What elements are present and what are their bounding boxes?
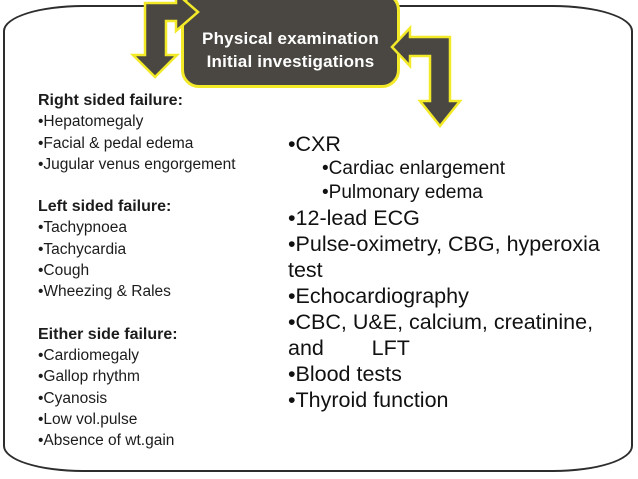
list-item: •Thyroid function bbox=[288, 388, 449, 412]
bent-arrow-right-icon bbox=[390, 24, 463, 129]
list-item: •Facial & pedal edema bbox=[38, 134, 194, 152]
title-line-1: Physical examination bbox=[202, 29, 379, 48]
list-item: •CBC, U&E, calcium, creatinine, and LFT bbox=[288, 310, 594, 360]
right-sided-failure-block: Right sided failure: •Hepatomegaly •Faci… bbox=[38, 90, 244, 175]
list-item: •Tachypnoea bbox=[38, 219, 128, 237]
list-item: •Low vol.pulse bbox=[38, 410, 138, 428]
block-heading: Either side failure: bbox=[38, 325, 178, 343]
list-item: •Wheezing & Rales bbox=[38, 283, 171, 301]
list-item: •Hepatomegaly bbox=[38, 113, 144, 131]
list-item: •Jugular venus engorgement bbox=[38, 155, 236, 173]
left-sided-failure-block: Left sided failure: •Tachypnoea •Tachyca… bbox=[38, 196, 244, 302]
list-item: •Cardiomegaly bbox=[38, 346, 140, 364]
list-item: •Echocardiography bbox=[288, 284, 469, 308]
list-item: •CXR bbox=[288, 132, 341, 156]
clinical-signs-panel: Right sided failure: •Hepatomegaly •Faci… bbox=[38, 90, 244, 472]
list-item: •Gallop rhythm bbox=[38, 368, 140, 386]
list-item: •Absence of wt.gain bbox=[38, 432, 175, 450]
list-item: •Cyanosis bbox=[38, 389, 108, 407]
title-line-2: Initial investigations bbox=[206, 52, 375, 71]
list-item: •Pulse-oximetry, CBG, hyperoxia test bbox=[288, 232, 600, 282]
list-item: •Cough bbox=[38, 262, 90, 280]
block-heading: Left sided failure: bbox=[38, 198, 172, 216]
list-item: •Tachycardia bbox=[38, 240, 127, 258]
list-item: •12-lead ECG bbox=[288, 206, 420, 230]
title-callout-box: Physical examination Initial investigati… bbox=[181, 0, 400, 88]
list-item: •Cardiac enlargement bbox=[322, 158, 506, 179]
list-item: •Blood tests bbox=[288, 362, 402, 386]
list-item: •Pulmonary edema bbox=[322, 182, 483, 203]
investigations-panel: •CXR •Cardiac enlargement •Pulmonary ede… bbox=[288, 131, 601, 413]
block-heading: Right sided failure: bbox=[38, 92, 183, 109]
either-side-failure-block: Either side failure: •Cardiomegaly •Gall… bbox=[38, 324, 244, 452]
